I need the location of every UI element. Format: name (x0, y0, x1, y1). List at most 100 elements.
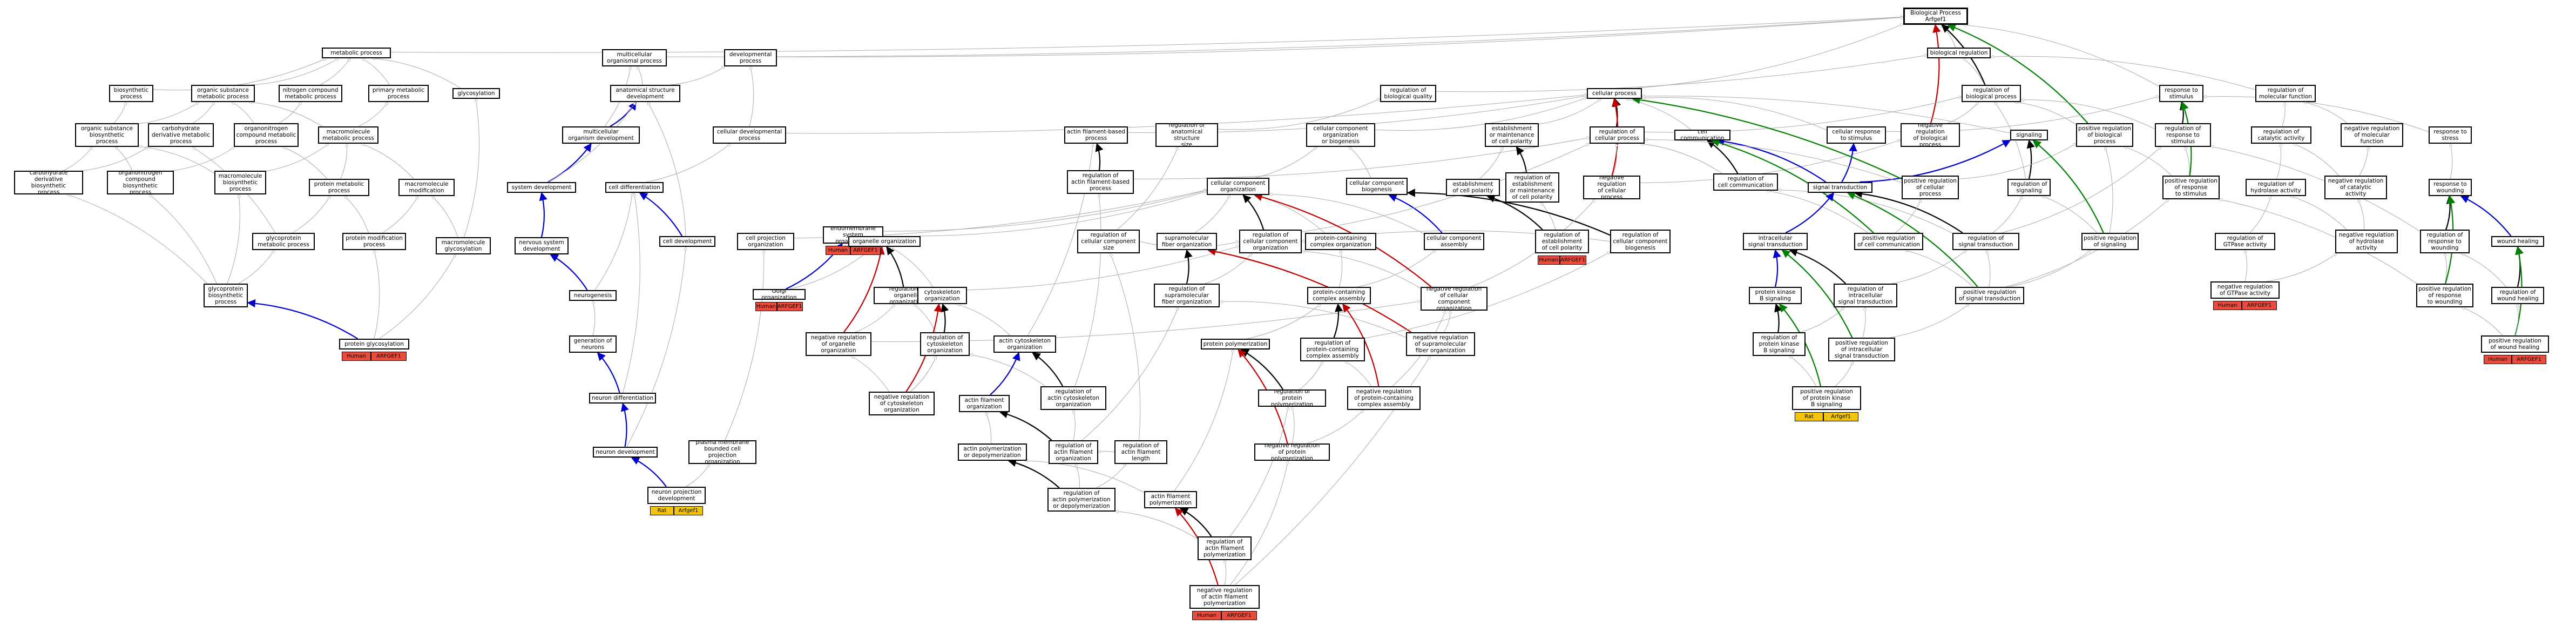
go-term-regulation-of-protein-polymerization[interactable]: regulation of protein polymerization (1258, 389, 1326, 407)
go-term-regulation-of-actin-filament-length[interactable]: regulation of actin filament length (1114, 440, 1167, 464)
go-term-macromolecule-modification[interactable]: macromolecule modification (398, 179, 455, 196)
go-term-carbohydrate-derivative-biosynthetic-process[interactable]: carbohydrate derivative biosynthetic pro… (14, 171, 83, 194)
go-term-wound-healing[interactable]: wound healing (2491, 236, 2544, 247)
go-term-regulation-of-biological-process[interactable]: regulation of biological process (1962, 85, 2021, 102)
go-term-negative-regulation-of-organelle-organization[interactable]: negative regulation of organelle organiz… (806, 332, 871, 356)
go-term-actin-filament-based-process[interactable]: actin filament-based process (1064, 126, 1128, 144)
go-term-regulation-of-actin-polymerization-or-depolymerization[interactable]: regulation of actin polymerization or de… (1047, 488, 1115, 512)
go-term-multicellular-organism-development[interactable]: multicellular organism development (562, 126, 640, 144)
go-term-regulation-of-cellular-component-organization[interactable]: regulation of cellular component organiz… (1239, 230, 1302, 253)
go-term-nervous-system-development[interactable]: nervous system development (515, 237, 569, 254)
go-term-positive-regulation-of-intracellular-signal-transduction[interactable]: positive regulation of intracellular sig… (1828, 338, 1895, 361)
go-term-metabolic-process[interactable]: metabolic process (322, 48, 391, 58)
go-term-organonitrogen-compound-metabolic-process[interactable]: organonitrogen compound metabolic proces… (234, 123, 299, 147)
go-term-organic-substance-biosynthetic-process[interactable]: organic substance biosynthetic process (75, 123, 139, 147)
go-term-cellular-process[interactable]: cellular process (1587, 88, 1642, 99)
go-term-protein-kinase-b-signaling[interactable]: protein kinase B signaling (1749, 287, 1802, 304)
go-term-positive-regulation-of-signal-transduction[interactable]: positive regulation of signal transducti… (1955, 287, 2024, 304)
go-term-regulation-of-hydrolase-activity[interactable]: regulation of hydrolase activity (2246, 179, 2306, 196)
go-term-regulation-of-anatomical-structure-size[interactable]: regulation of anatomical structure size (1155, 123, 1218, 147)
go-term-establishment-or-maintenance-of-cell-polarity[interactable]: establishment or maintenance of cell pol… (1485, 123, 1539, 147)
go-term-establishment-of-cell-polarity[interactable]: establishment of cell polarity (1446, 179, 1500, 196)
go-term-regulation-of-cellular-component-biogenesis[interactable]: regulation of cellular component biogene… (1610, 230, 1671, 253)
go-term-protein-containing-complex-organization[interactable]: protein-containing complex organization (1305, 233, 1376, 250)
go-term-regulation-of-biological-quality[interactable]: regulation of biological quality (1380, 85, 1436, 102)
go-term-cytoskeleton-organization[interactable]: cytoskeleton organization (917, 287, 967, 304)
go-term-multicellular-organismal-process[interactable]: multicellular organismal process (602, 49, 667, 66)
go-term-positive-regulation-of-biological-process[interactable]: positive regulation of biological proces… (2076, 123, 2133, 147)
go-term-positive-regulation-of-cellular-process[interactable]: positive regulation of cellular process (1902, 176, 1959, 199)
go-term-negative-regulation-of-biological-process[interactable]: negative regulation of biological proces… (1901, 123, 1960, 147)
go-term-macromolecule-biosynthetic-process[interactable]: macromolecule biosynthetic process (214, 171, 266, 194)
go-term-negative-regulation-of-supramolecular-fiber-organization[interactable]: negative regulation of supramolecular fi… (1406, 332, 1475, 356)
go-term-actin-filament-organization[interactable]: actin filament organization (959, 395, 1010, 412)
go-term-organonitrogen-compound-biosynthetic-process[interactable]: organonitrogen compound biosynthetic pro… (107, 171, 174, 194)
go-term-nitrogen-compound-metabolic-process[interactable]: nitrogen compound metabolic process (279, 85, 342, 102)
go-term-system-development[interactable]: system development (507, 182, 576, 193)
go-term-neurogenesis[interactable]: neurogenesis (569, 290, 617, 301)
go-term-supramolecular-fiber-organization[interactable]: supramolecular fiber organization (1157, 233, 1217, 250)
go-term-negative-regulation-of-actin-filament-polymerization[interactable]: negative regulation of actin filament po… (1189, 585, 1260, 609)
go-term-cell-communication[interactable]: cell communication (1674, 130, 1730, 140)
go-term-cell-development[interactable]: cell development (659, 236, 715, 247)
go-term-regulation-of-wound-healing[interactable]: regulation of wound healing (2491, 287, 2544, 304)
go-term-glycoprotein-metabolic-process[interactable]: glycoprotein metabolic process (252, 233, 315, 250)
go-term-regulation-of-actin-cytoskeleton-organization[interactable]: regulation of actin cytoskeleton organiz… (1040, 386, 1106, 410)
go-term-regulation-of-response-to-wounding[interactable]: regulation of response to wounding (2420, 230, 2470, 253)
go-term-carbohydrate-derivative-metabolic-process[interactable]: carbohydrate derivative metabolic proces… (148, 123, 214, 147)
go-term-macromolecule-glycosylation[interactable]: macromolecule glycosylation (436, 237, 491, 254)
go-term-regulation-of-cellular-process[interactable]: regulation of cellular process (1590, 126, 1645, 144)
go-term-neuron-development[interactable]: neuron development (593, 447, 658, 458)
go-term-positive-regulation-of-signaling[interactable]: positive regulation of signaling (2081, 233, 2139, 250)
go-term-negative-regulation-of-cellular-component-organization[interactable]: negative regulation of cellular componen… (1421, 287, 1488, 311)
go-term-regulation-of-supramolecular-fiber-organization[interactable]: regulation of supramolecular fiber organ… (1154, 284, 1220, 307)
go-term-regulation-of-signal-transduction[interactable]: regulation of signal transduction (1952, 233, 2019, 250)
go-term-glycoprotein-biosynthetic-process[interactable]: glycoprotein biosynthetic process (204, 284, 248, 307)
go-term-regulation-of-actin-filament-based-process[interactable]: regulation of actin filament-based proce… (1067, 170, 1134, 194)
go-term-negative-regulation-of-molecular-function[interactable]: negative regulation of molecular functio… (2341, 123, 2403, 147)
go-term-golgi-organization[interactable]: Golgi organization (753, 289, 806, 300)
go-term-regulation-of-establishment-or-maintenance-of-cell-polarity[interactable]: regulation of establishment or maintenan… (1505, 172, 1559, 203)
go-term-protein-containing-complex-assembly[interactable]: protein-containing complex assembly (1307, 287, 1371, 304)
go-term-plasma-membrane-bounded-cell-projection-organization[interactable]: plasma membrane bounded cell projection … (688, 440, 756, 464)
go-term-regulation-of-protein-kinase-b-signaling[interactable]: regulation of protein kinase B signaling (1753, 332, 1806, 356)
go-term-organelle-organization[interactable]: organelle organization (848, 236, 921, 247)
go-term-generation-of-neurons[interactable]: generation of neurons (569, 335, 617, 353)
go-term-anatomical-structure-development[interactable]: anatomical structure development (610, 85, 680, 102)
go-term-actin-cytoskeleton-organization[interactable]: actin cytoskeleton organization (993, 335, 1056, 353)
go-term-cellular-developmental-process[interactable]: cellular developmental process (713, 126, 786, 144)
go-term-regulation-of-cellular-component-size[interactable]: regulation of cellular component size (1077, 230, 1140, 253)
go-term-regulation-of-response-to-stimulus[interactable]: regulation of response to stimulus (2155, 123, 2211, 147)
go-term-neuron-projection-development[interactable]: neuron projection development (647, 487, 706, 504)
go-term-glycosylation[interactable]: glycosylation (452, 88, 500, 99)
go-term-actin-polymerization-or-depolymerization[interactable]: actin polymerization or depolymerization (958, 443, 1027, 461)
go-term-negative-regulation-of-protein-containing-complex-assembly[interactable]: negative regulation of protein-containin… (1347, 386, 1421, 410)
go-term-negative-regulation-of-protein-polymerization[interactable]: negative regulation of protein polymeriz… (1254, 443, 1330, 461)
go-term-protein-metabolic-process[interactable]: protein metabolic process (309, 179, 369, 196)
go-term-negative-regulation-of-hydrolase-activity[interactable]: negative regulation of hydrolase activit… (2335, 230, 2398, 253)
go-term-biological-regulation[interactable]: biological regulation (1927, 48, 1991, 58)
go-term-signal-transduction[interactable]: signal transduction (1808, 182, 1872, 193)
go-term-positive-regulation-of-cell-communication[interactable]: positive regulation of cell communicatio… (1854, 233, 1923, 250)
go-term-regulation-of-establishment-of-cell-polarity[interactable]: regulation of establishment of cell pola… (1535, 230, 1589, 253)
go-term-positive-regulation-of-response-to-wounding[interactable]: positive regulation of response to wound… (2416, 284, 2473, 307)
go-term-macromolecule-metabolic-process[interactable]: macromolecule metabolic process (318, 126, 378, 144)
go-term-protein-glycosylation[interactable]: protein glycosylation (339, 339, 409, 350)
go-term-regulation-of-gtpase-activity[interactable]: regulation of GTPase activity (2215, 233, 2275, 250)
go-term-cell-projection-organization[interactable]: cell projection organization (737, 233, 794, 250)
go-term-cellular-component-biogenesis[interactable]: cellular component biogenesis (1346, 178, 1408, 195)
go-term-biological-process-arfgef1[interactable]: Biological Process Arfgef1 (1903, 8, 1968, 25)
go-term-cellular-component-assembly[interactable]: cellular component assembly (1424, 233, 1484, 250)
go-term-positive-regulation-of-wound-healing[interactable]: positive regulation of wound healing (2481, 335, 2549, 353)
go-term-negative-regulation-of-cellular-process[interactable]: negative regulation of cellular process (1583, 176, 1640, 199)
go-term-signaling[interactable]: signaling (2010, 130, 2048, 140)
go-term-protein-polymerization[interactable]: protein polymerization (1201, 339, 1270, 350)
go-term-primary-metabolic-process[interactable]: primary metabolic process (368, 85, 429, 102)
go-term-regulation-of-actin-filament-organization[interactable]: regulation of actin filament organizatio… (1049, 440, 1098, 464)
go-term-cell-differentiation[interactable]: cell differentiation (605, 182, 664, 193)
go-term-regulation-of-cytoskeleton-organization[interactable]: regulation of cytoskeleton organization (920, 332, 970, 356)
go-term-regulation-of-cell-communication[interactable]: regulation of cell communication (1713, 173, 1778, 191)
go-term-response-to-stress[interactable]: response to stress (2429, 126, 2472, 144)
go-term-regulation-of-actin-filament-polymerization[interactable]: regulation of actin filament polymerizat… (1198, 536, 1252, 560)
go-term-intracellular-signal-transduction[interactable]: intracellular signal transduction (1743, 233, 1808, 250)
